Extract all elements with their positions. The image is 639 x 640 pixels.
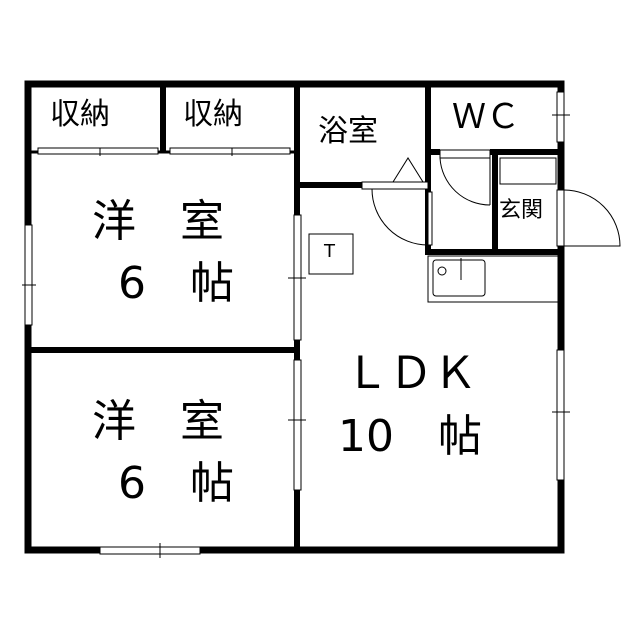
window [556,91,565,143]
sliding-door [37,147,159,155]
room-name-ldk: ＬＤＫ [345,348,477,399]
room-label-storage-1: 収納 [50,97,110,132]
sliding-door [169,147,291,155]
room-size-western-1: 6 帖 [118,258,234,309]
window [99,546,201,555]
bath-door [361,181,429,190]
fridge-space [308,233,354,275]
room-size-western-2: 6 帖 [118,458,234,509]
room-label-bath: 浴室 [318,114,378,149]
sink [432,259,486,297]
fridge-mark: T [324,241,335,262]
entrance-door [556,189,565,247]
room-label-entrance: 玄関 [499,198,544,223]
wc-door [439,149,491,159]
door-swing [563,189,621,247]
room-name-western-1: 洋 室 [92,196,224,247]
room-label-wc: ＷＣ [452,97,520,137]
window [556,349,565,481]
room-label-storage-2: 収納 [183,97,243,132]
window [293,359,302,491]
window [24,224,33,326]
shoe-cabinet [499,157,557,185]
door-swing [439,157,491,206]
room-size-ldk: 10 帖 [338,411,482,462]
door-swing [371,188,429,246]
bath-vent [392,157,424,183]
room-name-western-2: 洋 室 [92,396,224,447]
